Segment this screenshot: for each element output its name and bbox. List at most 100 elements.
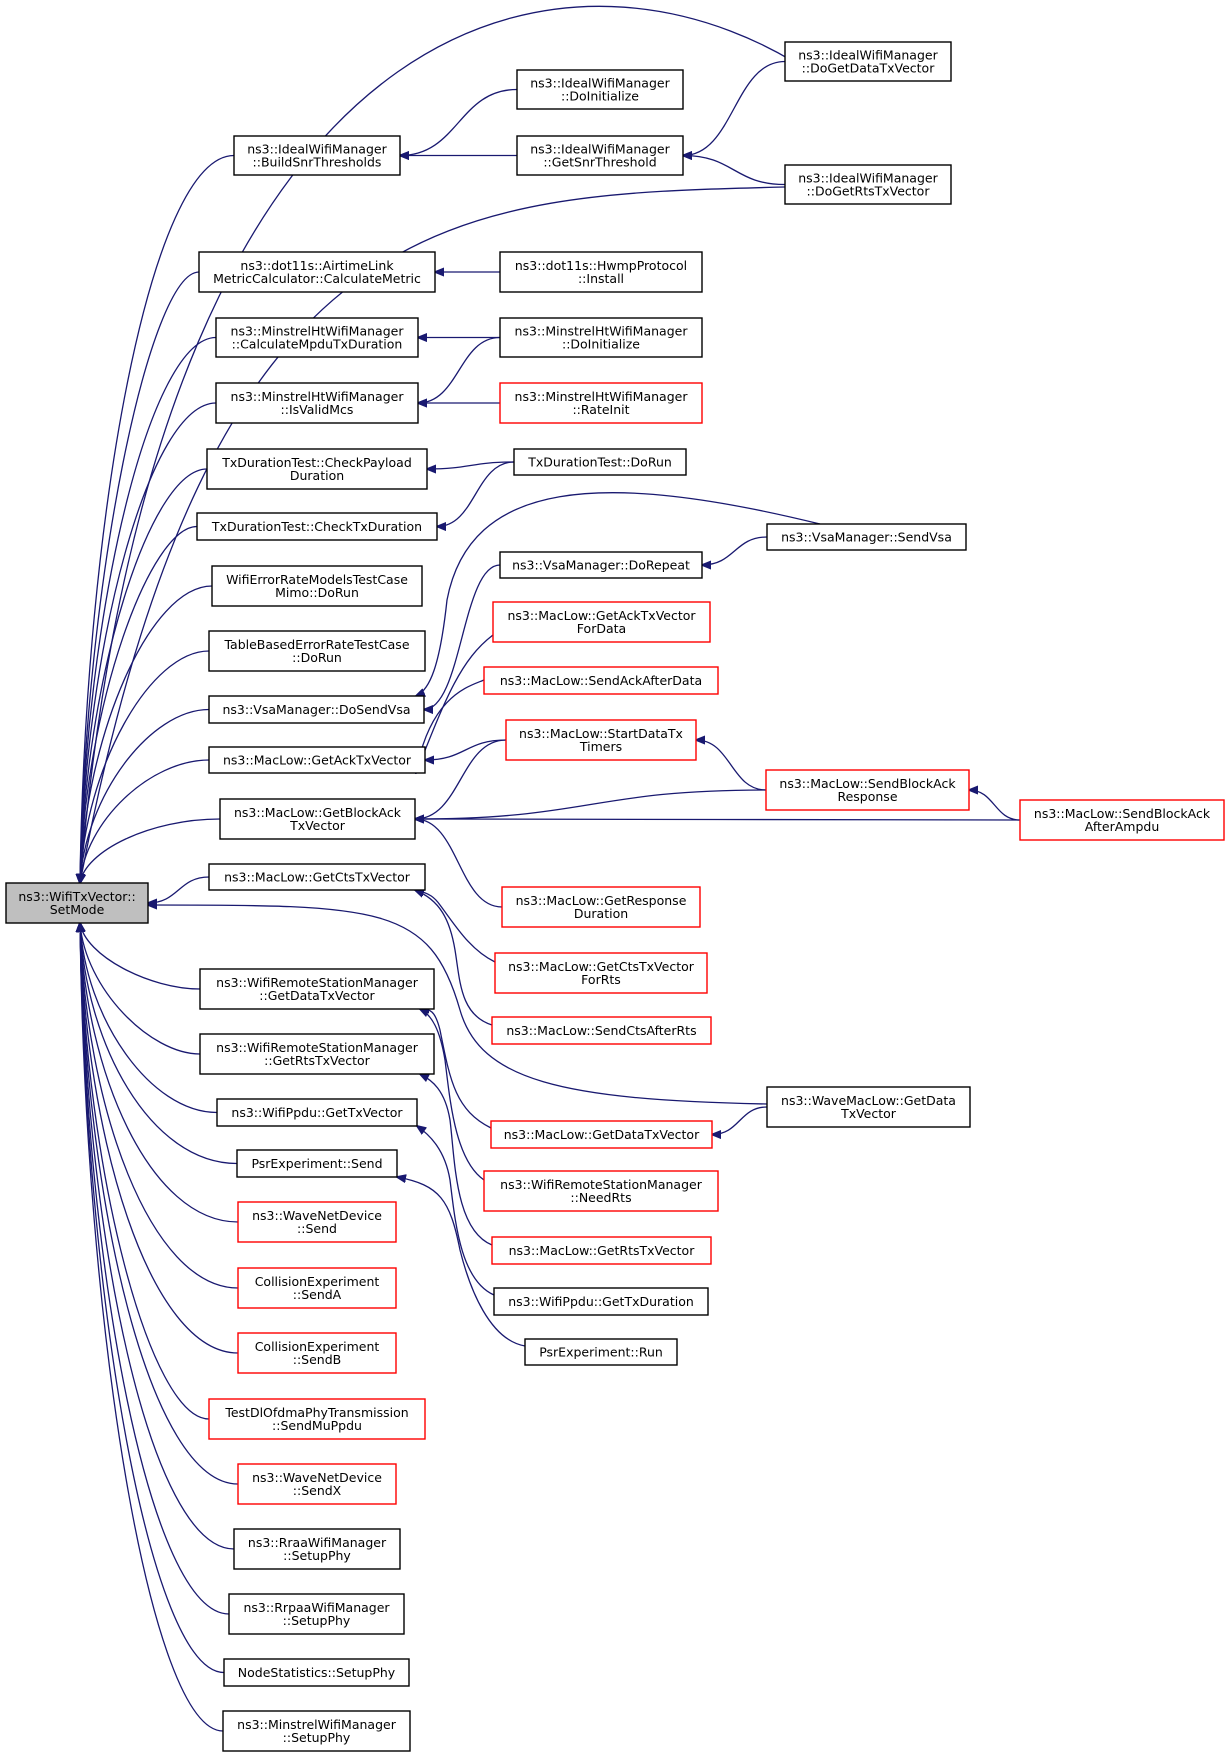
node-vsa_dosendvsa[interactable]: ns3::VsaManager::DoSendVsa bbox=[208, 695, 425, 724]
node-label-line: ns3::IdealWifiManager bbox=[798, 48, 938, 63]
node-airtime[interactable]: ns3::dot11s::AirtimeLinkMetricCalculator… bbox=[198, 251, 436, 293]
node-box bbox=[499, 551, 703, 579]
node-label-line: ::DoGetRtsTxVector bbox=[807, 184, 931, 199]
node-minht_isvalid[interactable]: ns3::MinstrelHtWifiManager::IsValidMcs bbox=[215, 382, 419, 424]
node-label-line: ns3::MacLow::StartDataTx bbox=[519, 726, 683, 741]
node-label-line: ::SetupPhy bbox=[283, 1613, 351, 1628]
node-testdl[interactable]: TestDlOfdmaPhyTransmission::SendMuPpdu bbox=[208, 1398, 426, 1440]
node-label-line: ::IsValidMcs bbox=[281, 402, 354, 417]
node-rrpaa_setup[interactable]: ns3::RrpaaWifiManager::SetupPhy bbox=[228, 1593, 405, 1635]
node-minht_rateinit[interactable]: ns3::MinstrelHtWifiManager::RateInit bbox=[499, 382, 703, 424]
node-wrsm_needrts[interactable]: ns3::WifiRemoteStationManager::NeedRts bbox=[483, 1170, 719, 1212]
node-vsa_dorepeat[interactable]: ns3::VsaManager::DoRepeat bbox=[499, 551, 703, 579]
node-label-line: TxDurationTest::CheckTxDuration bbox=[211, 519, 422, 534]
node-rraa_setup[interactable]: ns3::RraaWifiManager::SetupPhy bbox=[233, 1528, 401, 1570]
edge-wavenet_sendx-to-root bbox=[80, 923, 239, 1485]
edge-wrsm_getrts-to-root bbox=[80, 923, 201, 1055]
edge-txdur_dorun-to-txdur_checktx bbox=[437, 461, 515, 527]
node-macl_getrts[interactable]: ns3::MacLow::GetRtsTxVector bbox=[491, 1236, 712, 1265]
node-minht_calc[interactable]: ns3::MinstrelHtWifiManager::CalculateMpd… bbox=[215, 317, 419, 358]
node-wifippdu_getdur[interactable]: ns3::WifiPpdu::GetTxDuration bbox=[493, 1287, 709, 1316]
node-label-line: ::GetRtsTxVector bbox=[264, 1053, 371, 1068]
node-box bbox=[505, 719, 697, 761]
node-box bbox=[766, 523, 967, 551]
node-label-line: ::DoInitialize bbox=[561, 89, 639, 104]
node-macl_sendackafter[interactable]: ns3::MacLow::SendAckAfterData bbox=[483, 666, 719, 695]
node-label-line: ::DoRun bbox=[292, 650, 342, 665]
node-ideal_dogetrts[interactable]: ns3::IdealWifiManager::DoGetRtsTxVector bbox=[784, 164, 952, 205]
node-label-line: ns3::IdealWifiManager bbox=[530, 142, 670, 157]
node-box bbox=[766, 1086, 971, 1128]
node-minht_doinit[interactable]: ns3::MinstrelHtWifiManager::DoInitialize bbox=[499, 317, 703, 358]
node-root[interactable]: ns3::WifiTxVector::SetMode bbox=[5, 882, 149, 924]
node-macl_getcts[interactable]: ns3::MacLow::GetCtsTxVector bbox=[208, 863, 426, 891]
node-label-line: TxDurationTest::CheckPayload bbox=[221, 455, 412, 470]
node-minstrel_setup[interactable]: ns3::MinstrelWifiManager::SetupPhy bbox=[222, 1710, 411, 1752]
node-box bbox=[211, 565, 423, 607]
node-box bbox=[237, 1463, 397, 1505]
node-layer: ns3::WifiTxVector::SetMode ns3::IdealWifi… bbox=[5, 41, 1225, 1752]
edge-macl_getcts-to-root bbox=[148, 876, 210, 903]
node-txdur_checktx[interactable]: TxDurationTest::CheckTxDuration bbox=[196, 512, 438, 541]
node-label-line: CollisionExperiment bbox=[255, 1274, 380, 1289]
node-box bbox=[208, 1398, 426, 1440]
node-box bbox=[215, 382, 419, 424]
node-box bbox=[219, 798, 416, 840]
node-wrsm_getrts[interactable]: ns3::WifiRemoteStationManager::GetRtsTxV… bbox=[199, 1033, 435, 1075]
node-ideal_dogetdata[interactable]: ns3::IdealWifiManager::DoGetDataTxVector bbox=[784, 41, 952, 82]
edge-ideal_dogetdata-to-root bbox=[80, 5, 824, 883]
node-label-line: ns3::dot11s::AirtimeLink bbox=[240, 258, 394, 273]
node-coll_senda[interactable]: CollisionExperiment::SendA bbox=[237, 1267, 397, 1309]
node-ideal_build[interactable]: ns3::IdealWifiManager::BuildSnrThreshold… bbox=[233, 135, 401, 176]
node-wifippdu_gettx[interactable]: ns3::WifiPpdu::GetTxVector bbox=[216, 1098, 418, 1127]
node-label-line: ns3::WaveMacLow::GetData bbox=[781, 1093, 956, 1108]
node-vsa_sendvsa[interactable]: ns3::VsaManager::SendVsa bbox=[766, 523, 967, 551]
node-label-line: ns3::MinstrelWifiManager bbox=[237, 1717, 397, 1732]
node-hwmp[interactable]: ns3::dot11s::HwmpProtocol::Install bbox=[499, 251, 703, 293]
node-box bbox=[491, 1236, 712, 1265]
node-box bbox=[1019, 799, 1225, 841]
node-coll_sendb[interactable]: CollisionExperiment::SendB bbox=[237, 1332, 397, 1374]
node-macl_getack[interactable]: ns3::MacLow::GetAckTxVector bbox=[208, 746, 426, 774]
node-box bbox=[233, 1528, 401, 1570]
node-box bbox=[524, 1338, 678, 1366]
node-wave_getdata[interactable]: ns3::WaveMacLow::GetDataTxVector bbox=[766, 1086, 971, 1128]
node-box bbox=[499, 382, 703, 424]
edge-tablebased-to-root bbox=[80, 650, 210, 883]
node-label-line: SetMode bbox=[50, 902, 105, 917]
node-macl_sendctsafter[interactable]: ns3::MacLow::SendCtsAfterRts bbox=[491, 1016, 712, 1045]
node-psr_send[interactable]: PsrExperiment::Send bbox=[236, 1149, 398, 1178]
edge-macl_sendblockresp-to-macl_getblockack bbox=[415, 789, 767, 819]
node-wavenet_send[interactable]: ns3::WaveNetDevice::Send bbox=[237, 1201, 397, 1243]
node-box bbox=[492, 601, 711, 643]
node-label-line: ::BuildSnrThresholds bbox=[253, 155, 382, 170]
node-box bbox=[490, 1120, 713, 1149]
node-tablebased[interactable]: TableBasedErrorRateTestCase::DoRun bbox=[208, 630, 426, 672]
node-box bbox=[501, 886, 701, 928]
node-ideal_doinit[interactable]: ns3::IdealWifiManager::DoInitialize bbox=[516, 69, 684, 110]
edge-macl_sendblockresp-to-macl_startdata bbox=[696, 740, 767, 791]
node-box bbox=[483, 1170, 719, 1212]
edge-coll_sendb-to-root bbox=[80, 923, 239, 1354]
node-label-line: ns3::MacLow::GetCtsTxVector bbox=[224, 870, 411, 885]
node-label-line: ns3::MacLow::SendAckAfterData bbox=[500, 673, 702, 688]
node-psr_run[interactable]: PsrExperiment::Run bbox=[524, 1338, 678, 1366]
node-box bbox=[5, 882, 149, 924]
node-wavenet_sendx[interactable]: ns3::WaveNetDevice::SendX bbox=[237, 1463, 397, 1505]
node-label-line: ns3::MacLow::GetAckTxVector bbox=[223, 753, 412, 768]
node-macl_getdata[interactable]: ns3::MacLow::GetDataTxVector bbox=[490, 1120, 713, 1149]
node-label-line: ::GetDataTxVector bbox=[259, 988, 375, 1003]
node-ideal_getsnr[interactable]: ns3::IdealWifiManager::GetSnrThreshold bbox=[516, 135, 684, 176]
node-nodestats_setup[interactable]: NodeStatistics::SetupPhy bbox=[223, 1658, 410, 1687]
node-wrsm_getdata[interactable]: ns3::WifiRemoteStationManager::GetDataTx… bbox=[199, 968, 435, 1010]
node-txdur_dorun[interactable]: TxDurationTest::DoRun bbox=[513, 448, 687, 476]
